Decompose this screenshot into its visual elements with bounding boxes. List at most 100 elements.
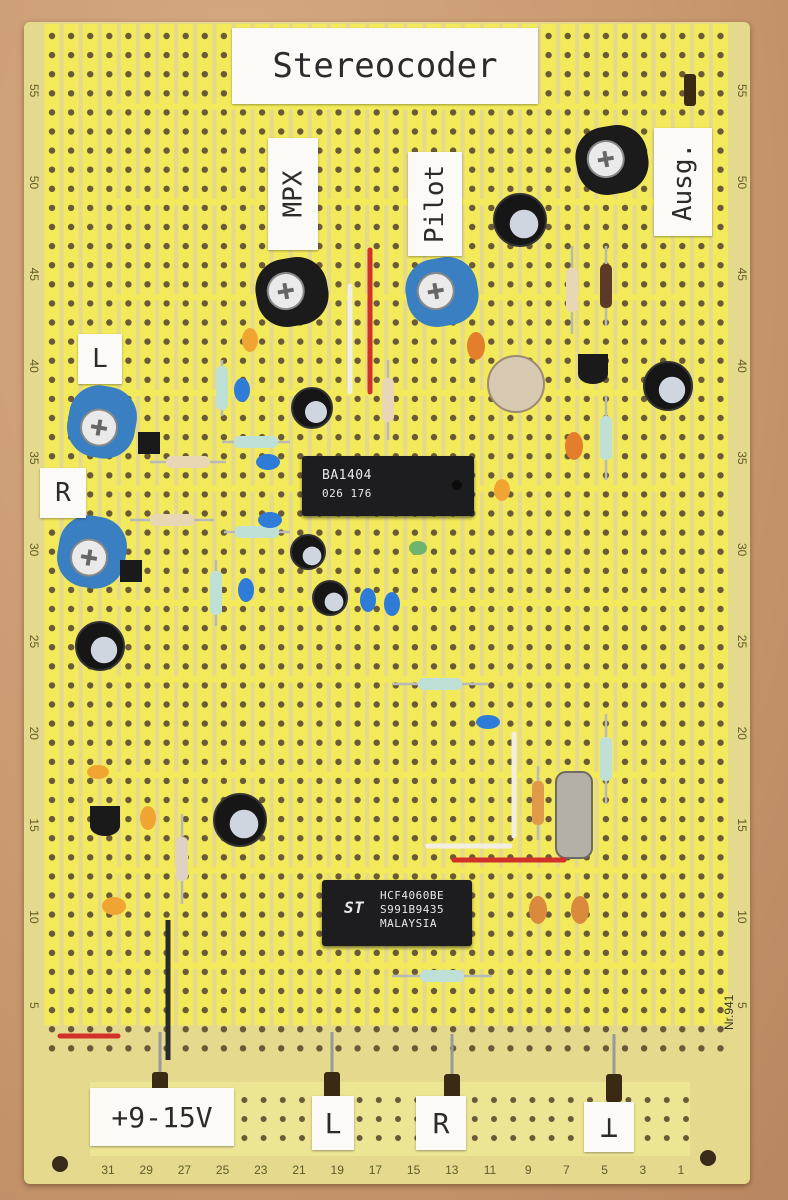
ceramic-capacitor (384, 592, 400, 616)
solder-hole (545, 109, 552, 116)
solder-hole (67, 644, 75, 651)
solder-hole (373, 682, 380, 689)
solder-hole (163, 758, 170, 765)
solder-hole (354, 758, 361, 765)
solder-hole (526, 300, 533, 307)
ic-ba1404-notch (452, 480, 462, 490)
solder-hole (430, 835, 438, 842)
solder-hole (449, 376, 457, 383)
solder-hole (488, 300, 495, 307)
solder-hole (602, 32, 610, 40)
copper-bus (109, 962, 683, 969)
solder-hole (354, 128, 361, 135)
solder-hole (660, 682, 667, 689)
solder-hole (679, 109, 686, 116)
solder-hole (220, 300, 228, 307)
solder-hole (621, 873, 629, 880)
solder-hole (488, 1026, 495, 1033)
ceramic-capacitor (565, 432, 583, 460)
solder-hole (564, 949, 571, 956)
solder-hole (201, 395, 208, 403)
solder-hole (125, 777, 132, 785)
solder-hole (278, 338, 285, 345)
solder-hole (335, 873, 342, 880)
solder-hole (106, 51, 113, 59)
solder-hole (545, 1045, 552, 1052)
solder-hole (220, 281, 228, 288)
solder-hole (125, 223, 132, 231)
solder-hole (106, 147, 113, 154)
solder-hole (660, 548, 667, 555)
connector-hole (567, 1116, 574, 1122)
solder-hole (640, 185, 648, 192)
solder-hole (48, 949, 56, 956)
solder-hole (316, 433, 323, 441)
solder-hole (698, 90, 705, 97)
solder-hole (297, 338, 304, 345)
solder-hole (545, 911, 552, 918)
solder-hole (717, 1045, 724, 1052)
solder-hole (698, 453, 705, 460)
solder-hole (182, 223, 189, 231)
solder-hole (48, 605, 56, 613)
solder-hole (354, 720, 361, 727)
electrolytic-capacitor-top (509, 209, 539, 239)
solder-hole (297, 1026, 304, 1033)
solder-hole (507, 338, 514, 345)
solder-hole (316, 663, 323, 670)
solder-hole (163, 166, 170, 173)
solder-hole (182, 376, 189, 383)
solder-hole (144, 777, 151, 785)
solder-hole (507, 319, 514, 326)
solder-hole (526, 624, 533, 632)
connector-hole (548, 1135, 555, 1141)
solder-hole (392, 796, 399, 804)
solder-hole (335, 777, 342, 785)
ceramic-capacitor (494, 479, 510, 501)
solder-hole (316, 815, 323, 823)
solder-hole (106, 1045, 113, 1052)
solder-hole (717, 185, 724, 192)
solder-hole (411, 376, 419, 383)
solder-hole (430, 376, 438, 383)
solder-hole (411, 720, 419, 727)
solder-hole (411, 395, 419, 403)
solder-hole (87, 510, 94, 517)
solder-hole (278, 758, 285, 765)
solder-hole (583, 491, 590, 498)
solder-hole (67, 90, 75, 97)
solder-hole (698, 510, 705, 517)
solder-hole (220, 1006, 228, 1014)
solder-hole (354, 147, 361, 154)
solder-hole (660, 949, 667, 956)
connector-hole (395, 1116, 401, 1122)
solder-hole (469, 835, 476, 842)
solder-hole (335, 720, 342, 727)
solder-hole (335, 796, 342, 804)
solder-hole (679, 242, 686, 250)
solder-hole (660, 701, 667, 708)
solder-hole (125, 32, 132, 40)
solder-hole (144, 987, 151, 995)
solder-hole (48, 414, 56, 422)
solder-hole (144, 682, 151, 689)
solder-hole (488, 949, 495, 956)
solder-hole (201, 930, 208, 937)
solder-hole (163, 548, 170, 555)
solder-hole (679, 605, 686, 613)
resistor (234, 436, 278, 448)
solder-hole (239, 472, 247, 479)
solder-hole (239, 605, 247, 613)
solder-hole (449, 567, 457, 574)
solder-hole (507, 510, 514, 517)
solder-hole (144, 1045, 151, 1052)
solder-hole (335, 682, 342, 689)
ausg-label-text: Ausg. (668, 142, 698, 222)
solder-hole (144, 242, 151, 250)
solder-hole (507, 949, 514, 956)
solder-hole (545, 491, 552, 498)
solder-hole (297, 968, 304, 976)
solder-hole (163, 90, 170, 97)
solder-hole (239, 873, 247, 880)
solder-hole (220, 1026, 228, 1033)
